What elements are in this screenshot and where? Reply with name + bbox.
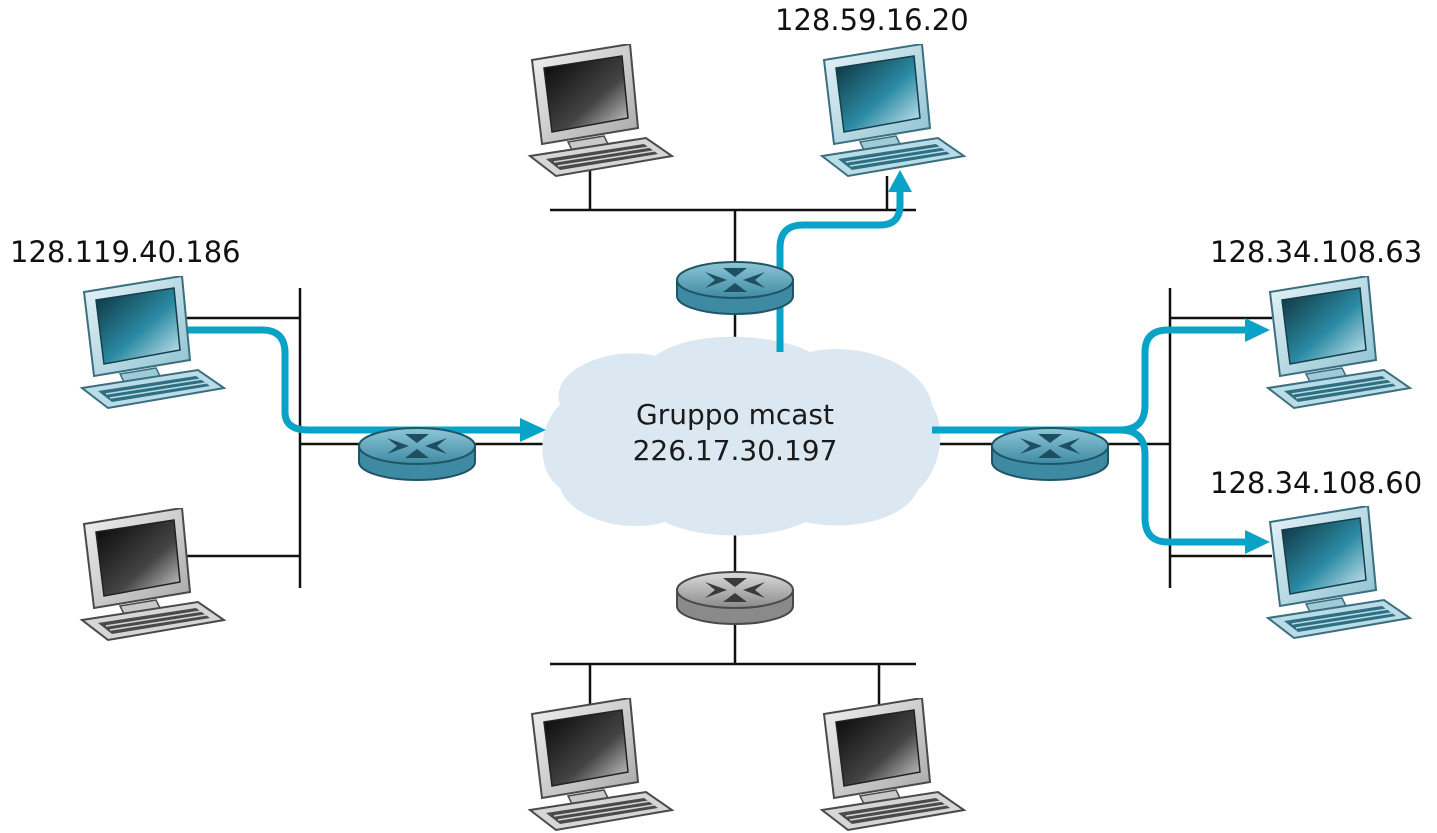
desktop-computer-icon	[821, 698, 965, 831]
labels: 128.119.40.186 128.59.16.20 128.34.108.6…	[10, 3, 1422, 500]
arrowhead-icon	[1245, 530, 1270, 554]
arrowhead-icon	[1245, 318, 1270, 342]
arrowhead-icon	[888, 170, 912, 192]
desktop-computer-icon	[1267, 506, 1411, 639]
flow-sender-to-cloud	[185, 326, 520, 434]
router-icon	[991, 427, 1109, 481]
group-title-label: Gruppo mcast	[636, 398, 834, 431]
right-member-1-address-label: 128.34.108.63	[1210, 235, 1422, 269]
multicast-flow	[185, 170, 1270, 554]
top-member-address-label: 128.59.16.20	[775, 3, 969, 37]
desktop-computer-icon	[821, 44, 965, 177]
flow-cloud-to-top	[776, 190, 904, 352]
flow-cloud-to-right-2	[1119, 426, 1245, 546]
desktop-computer-icon	[1267, 276, 1411, 409]
sender-address-label: 128.119.40.186	[10, 235, 241, 269]
desktop-computer-icon	[81, 508, 225, 641]
arrowhead-icon	[520, 418, 546, 442]
network-cloud-icon	[542, 336, 941, 536]
desktop-computer-icon	[529, 698, 673, 831]
router-icon	[676, 261, 794, 315]
group-address-label: 226.17.30.197	[633, 434, 838, 467]
router-icon	[358, 427, 476, 481]
desktop-computer-icon	[529, 44, 673, 177]
router-icon	[676, 571, 794, 625]
desktop-computer-icon	[81, 276, 225, 409]
flow-cloud-to-right-1	[932, 326, 1245, 434]
right-member-2-address-label: 128.34.108.60	[1210, 466, 1422, 500]
